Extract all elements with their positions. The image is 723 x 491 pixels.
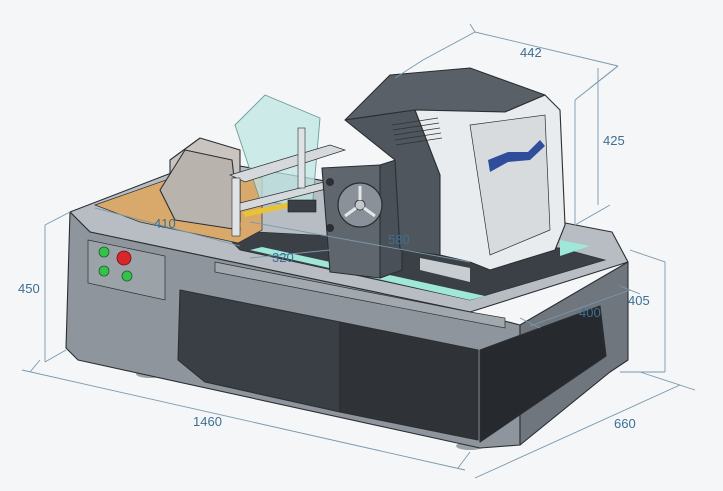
knob-icon[interactable]: [326, 224, 334, 232]
dimension-labels: 442 425 450 1460 660 405 400 410 580 320: [18, 45, 650, 431]
dim-line-400: [519, 285, 641, 329]
dim-line-425: [574, 65, 619, 226]
feeder-post: [297, 127, 306, 189]
print-column: [321, 157, 403, 279]
belt-glow-back: [560, 240, 590, 256]
control-panel: [87, 239, 166, 301]
dim-label-width-top: 442: [520, 45, 542, 60]
dim-line-660: [474, 371, 696, 479]
dim-label-feeder-inner: 320: [272, 250, 294, 265]
dim-label-height-bed: 405: [628, 293, 650, 308]
dim-line-410: [94, 207, 241, 247]
dim-label-height-right: 425: [603, 133, 625, 148]
knob-icon[interactable]: [326, 178, 334, 186]
yellow-stripe: [243, 200, 302, 217]
green-button-bottom-right[interactable]: [121, 270, 133, 282]
feeder-motor: [287, 199, 317, 213]
front-dark-panel-left: [177, 289, 341, 413]
green-button-top[interactable]: [98, 246, 110, 258]
dim-label-feeder-width: 410: [154, 216, 176, 231]
housing-base-shadow: [420, 258, 470, 282]
brand-stripe: [488, 140, 545, 172]
dim-line-442: [394, 23, 619, 89]
right-dark-panel: [479, 305, 607, 443]
dim-line-450: [44, 211, 71, 363]
dim-line-1460: [21, 359, 471, 471]
handwheel-spokes: [344, 186, 376, 218]
front-ledge: [214, 261, 506, 329]
handwheel-hub: [354, 199, 366, 211]
dim-label-length-bottom: 1460: [193, 414, 222, 429]
dim-line-580: [249, 221, 471, 263]
feeder-unit: [93, 94, 347, 244]
dim-label-bed-depth: 400: [579, 305, 601, 320]
red-stop-button[interactable]: [116, 250, 132, 266]
dim-label-height-left: 450: [18, 281, 40, 296]
dim-line-320: [249, 249, 331, 259]
dim-label-bed-length: 580: [388, 232, 410, 247]
green-button-bottom-left[interactable]: [98, 265, 110, 277]
front-dark-panel-right: [339, 321, 479, 441]
vent-grille: [391, 117, 443, 146]
printer-housing: [344, 67, 566, 282]
feeder-post: [231, 177, 241, 237]
dim-label-depth-bottom: 660: [614, 416, 636, 431]
dim-line-405: [620, 249, 666, 373]
dimension-lines: [21, 23, 696, 479]
